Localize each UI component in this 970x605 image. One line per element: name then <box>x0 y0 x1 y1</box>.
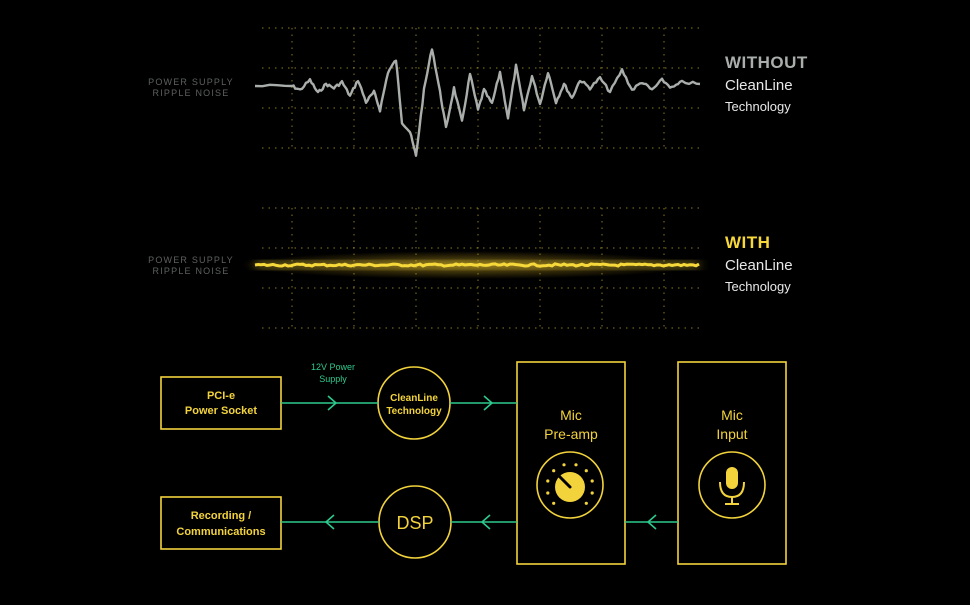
side-label-bottom-line1: POWER SUPPLY <box>148 255 234 265</box>
caption-without-line1: CleanLine <box>725 77 793 94</box>
connector-pcie-to-cleanline <box>281 395 378 411</box>
caption-with-head: WITH <box>725 233 771 252</box>
side-label-top: POWER SUPPLY RIPPLE NOISE <box>136 77 246 99</box>
preamp-label-2: Pre-amp <box>544 426 598 442</box>
caption-without-head: WITHOUT <box>725 53 808 72</box>
caption-with: WITH CleanLine Technology <box>725 233 793 294</box>
side-label-bottom-line2: RIPPLE NOISE <box>152 266 230 276</box>
connector-dsp-to-recording <box>281 514 379 530</box>
microphone-icon <box>698 451 766 519</box>
preamp-label-1: Mic <box>560 407 582 423</box>
side-label-top-line1: POWER SUPPLY <box>148 77 234 87</box>
mic-input-box <box>677 361 787 565</box>
recording-label-1: Recording / <box>191 510 252 522</box>
recording-label-2: Communications <box>176 526 265 538</box>
dsp-label: DSP <box>396 513 433 533</box>
cleanline-label-2: Technology <box>386 406 442 417</box>
power-note-2: Supply <box>319 374 347 384</box>
side-label-top-line2: RIPPLE NOISE <box>152 88 230 98</box>
power-note-1: 12V Power <box>311 362 355 372</box>
connector-cleanline-to-preamp <box>450 395 517 411</box>
knob-icon <box>536 451 604 519</box>
pcie-label-1: PCI-e <box>207 390 235 402</box>
pcie-label-2: Power Socket <box>185 405 257 417</box>
noisy-ripple-trace <box>254 48 701 157</box>
pcie-box <box>160 376 282 430</box>
clean-ripple-trace <box>254 262 700 268</box>
mic-input-label-2: Input <box>716 426 747 442</box>
connector-mic-to-preamp <box>625 514 678 530</box>
connector-preamp-to-dsp <box>451 514 517 530</box>
mic-input-label-1: Mic <box>721 407 743 423</box>
preamp-box <box>516 361 626 565</box>
recording-box <box>160 496 282 550</box>
cleanline-label-1: CleanLine <box>390 393 438 404</box>
side-label-bottom: POWER SUPPLY RIPPLE NOISE <box>136 255 246 277</box>
caption-with-line1: CleanLine <box>725 257 793 274</box>
caption-with-line2: Technology <box>725 279 791 294</box>
caption-without: WITHOUT CleanLine Technology <box>725 53 808 114</box>
caption-without-line2: Technology <box>725 99 791 114</box>
